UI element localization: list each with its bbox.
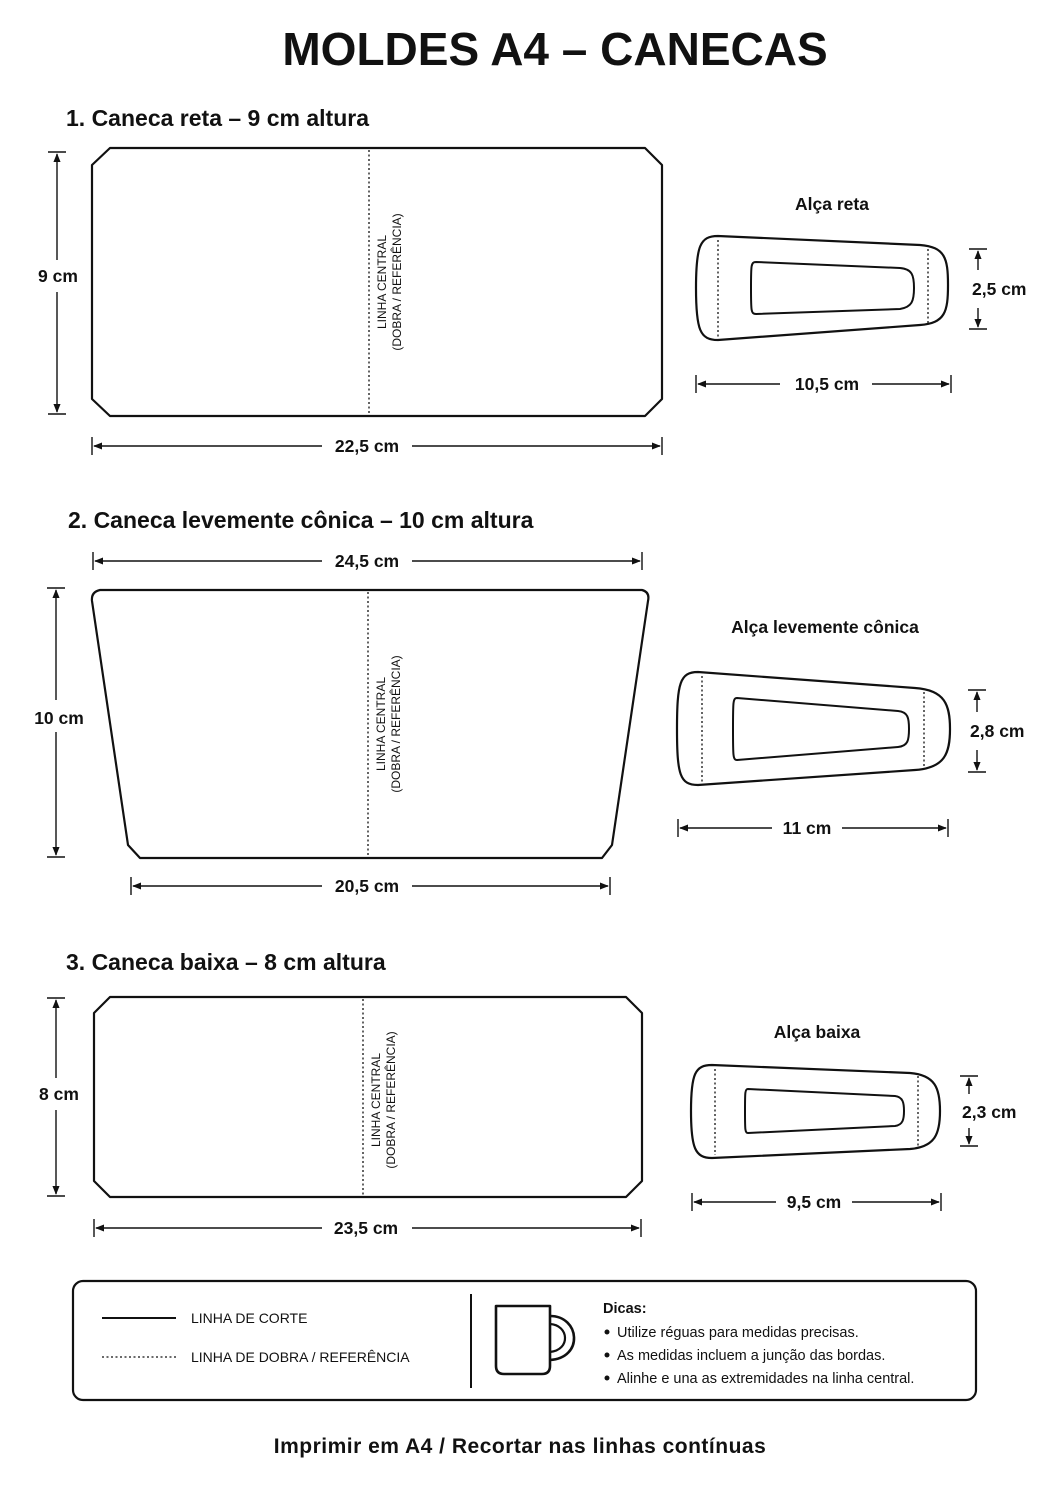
tips-list: Utilize réguas para medidas precisas. As… [604, 1325, 914, 1387]
legend-cut-line-label: LINHA DE CORTE [191, 1310, 307, 1326]
width-dimension: 23,5 cm [93, 1218, 642, 1238]
handle-height-dimension: 2,8 cm [968, 689, 1024, 773]
section-conical-mug: 2. Caneca levemente cônica – 10 cm altur… [34, 507, 1024, 896]
page-title: MOLDES A4 – CANECAS [282, 23, 827, 75]
legend-box: LINHA DE CORTE LINHA DE DOBRA / REFERÊNC… [71, 1279, 978, 1402]
handle-pattern: Alça baixa 2,3 cm 9,5 cm [689, 1022, 1016, 1212]
bullet-icon [604, 1329, 610, 1335]
tip-item: Utilize réguas para medidas precisas. [617, 1325, 859, 1341]
width-dimension: 22,5 cm [91, 436, 663, 456]
width-label: 22,5 cm [335, 436, 399, 456]
height-dimension: 9 cm [38, 151, 78, 415]
handle-width-dimension: 11 cm [677, 818, 949, 838]
mug-body-pattern [90, 588, 650, 860]
legend-fold-line-label: LINHA DE DOBRA / REFERÊNCIA [191, 1349, 410, 1365]
height-dimension: 10 cm [34, 587, 84, 858]
mug-body-pattern [90, 146, 664, 418]
handle-title: Alça reta [795, 194, 869, 214]
handle-height-dimension: 2,3 cm [960, 1075, 1016, 1147]
tip-item: Alinhe e una as extremidades na linha ce… [617, 1371, 914, 1387]
height-label: 8 cm [39, 1084, 79, 1104]
handle-width-label: 11 cm [783, 818, 832, 838]
handle-height-label: 2,8 cm [970, 721, 1024, 741]
top-width-label: 24,5 cm [335, 551, 399, 571]
section-heading: 1. Caneca reta – 9 cm altura [66, 105, 369, 131]
handle-height-label: 2,3 cm [962, 1102, 1016, 1122]
handle-width-dimension: 9,5 cm [691, 1192, 942, 1212]
tip-item: As medidas incluem a junção das bordas. [617, 1348, 885, 1364]
handle-height-label: 2,5 cm [972, 279, 1026, 299]
height-dimension: 8 cm [39, 997, 79, 1197]
height-label: 9 cm [38, 266, 78, 286]
handle-title: Alça baixa [774, 1022, 861, 1042]
footer-instruction: Imprimir em A4 / Recortar nas linhas con… [274, 1435, 767, 1458]
center-line-label: LINHA CENTRAL(DOBRA / REFERÊNCIA) [374, 655, 403, 792]
section-heading: 3. Caneca baixa – 8 cm altura [66, 949, 386, 975]
handle-width-label: 10,5 cm [795, 374, 859, 394]
mug-body-pattern [92, 995, 644, 1199]
width-label: 23,5 cm [334, 1218, 398, 1238]
handle-height-dimension: 2,5 cm [969, 248, 1026, 330]
handle-width-dimension: 10,5 cm [695, 374, 952, 394]
bottom-width-dimension: 20,5 cm [130, 876, 611, 896]
top-width-dimension: 24,5 cm [92, 551, 643, 571]
handle-pattern: Alça reta 2,5 cm 10,5 cm [694, 194, 1026, 394]
height-label: 10 cm [34, 708, 84, 728]
bottom-width-label: 20,5 cm [335, 876, 399, 896]
tips-heading: Dicas: [603, 1301, 647, 1317]
handle-pattern: Alça levemente cônica 2,8 cm 11 cm [675, 617, 1024, 838]
section-straight-mug: 1. Caneca reta – 9 cm altura 9 cm LINHA … [38, 105, 1026, 456]
handle-width-label: 9,5 cm [787, 1192, 841, 1212]
center-line-label: LINHA CENTRAL(DOBRA / REFERÊNCIA) [375, 213, 404, 350]
section-heading: 2. Caneca levemente cônica – 10 cm altur… [68, 507, 534, 533]
center-line-label: LINHA CENTRAL(DOBRA / REFERÊNCIA) [369, 1031, 398, 1168]
section-low-mug: 3. Caneca baixa – 8 cm altura 8 cm LINHA… [39, 949, 1016, 1238]
handle-title: Alça levemente cônica [731, 617, 919, 637]
bullet-icon [604, 1375, 610, 1381]
mug-icon [494, 1304, 576, 1376]
bullet-icon [604, 1352, 610, 1358]
